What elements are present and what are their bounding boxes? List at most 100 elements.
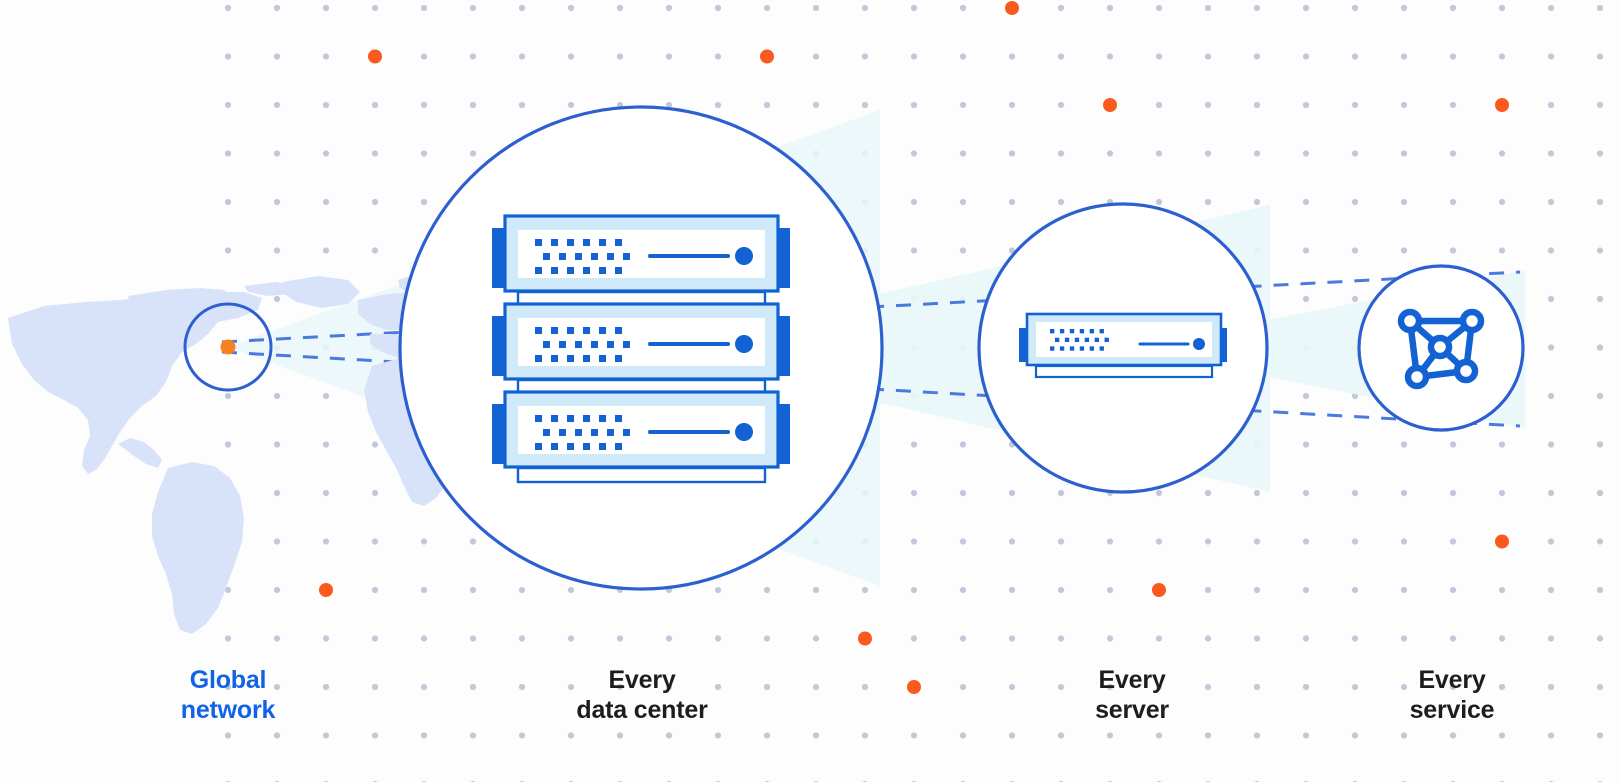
grid-dot: [371, 586, 379, 594]
grid-dot: [1547, 4, 1555, 12]
grid-dot: [1547, 295, 1555, 303]
grid-dot: [714, 732, 722, 739]
grid-dot: [665, 683, 673, 691]
grid-dot: [322, 101, 330, 109]
grid-dot: [322, 247, 330, 254]
grid-dot: [1204, 586, 1212, 594]
grid-dot: [322, 635, 330, 642]
grid-dot: [861, 53, 869, 60]
grid-dot: [1155, 4, 1163, 12]
grid-dot: [371, 635, 379, 642]
grid-dot: [1547, 392, 1555, 400]
grid-dot: [371, 101, 379, 109]
grid-dot: [224, 441, 232, 448]
grid-dot: [1008, 198, 1016, 206]
grid-dot: [812, 732, 820, 739]
grid-dot: [224, 392, 232, 400]
grid-dot: [1596, 441, 1604, 448]
grid-dot: [1106, 4, 1114, 12]
grid-dot: [1351, 732, 1359, 739]
grid-dot: [371, 538, 379, 545]
grid-dot: [371, 441, 379, 448]
grid-dot: [1106, 150, 1114, 157]
node-top-left: [1397, 308, 1423, 334]
grid-dot: [1253, 635, 1261, 642]
grid-dot: [420, 101, 428, 109]
grid-dot: [1400, 247, 1408, 254]
grid-dot: [1008, 150, 1016, 157]
grid-dot: [273, 635, 281, 642]
grid-dot: [469, 586, 477, 594]
grid-dot: [1400, 4, 1408, 12]
grid-dot: [1204, 4, 1212, 12]
grid-dot: [371, 732, 379, 739]
grid-dot: [1302, 586, 1310, 594]
grid-dot: [1204, 683, 1212, 691]
grid-dot: [273, 247, 281, 254]
label-every-service: Every service: [1409, 666, 1495, 724]
node-bottom-right: [1453, 358, 1479, 384]
stage-every-server: [977, 202, 1269, 494]
grid-dot: [1449, 247, 1457, 254]
grid-dot: [959, 683, 967, 691]
grid-dot: [616, 732, 624, 739]
grid-dot-accent: [907, 680, 921, 694]
grid-dot: [469, 635, 477, 642]
grid-dot: [910, 198, 918, 206]
grid-dot: [1498, 441, 1506, 448]
stage-every-data-center: [398, 105, 884, 591]
server-unit-3: [492, 390, 790, 484]
grid-dot: [1057, 635, 1065, 642]
grid-dot: [1155, 53, 1163, 60]
grid-dot: [1596, 392, 1604, 400]
grid-dot: [1253, 101, 1261, 109]
grid-dot: [1547, 150, 1555, 157]
grid-dot: [1253, 586, 1261, 594]
grid-dot: [1449, 101, 1457, 109]
grid-dot: [1449, 150, 1457, 157]
grid-dot: [469, 101, 477, 109]
grid-dot: [1449, 635, 1457, 642]
grid-dot: [763, 635, 771, 642]
grid-dot: [1596, 344, 1604, 351]
grid-dot: [1155, 683, 1163, 691]
grid-dot: [861, 732, 869, 739]
grid-dot-accent: [319, 583, 333, 597]
label-global-network: Global network: [180, 666, 276, 724]
grid-dot: [1547, 489, 1555, 497]
grid-dot: [1547, 441, 1555, 448]
grid-dot: [420, 635, 428, 642]
grid-dot: [1596, 732, 1604, 739]
grid-dot: [224, 586, 232, 594]
grid-dot: [1302, 635, 1310, 642]
grid-dot: [1400, 441, 1408, 448]
grid-dot: [1204, 101, 1212, 109]
grid-dot: [1547, 683, 1555, 691]
grid-dot: [812, 53, 820, 60]
grid-dot: [812, 4, 820, 12]
grid-dot: [1400, 732, 1408, 739]
grid-dot: [1400, 635, 1408, 642]
grid-dot: [273, 295, 281, 303]
grid-dot: [1155, 538, 1163, 545]
grid-dot: [1351, 53, 1359, 60]
grid-dot: [1400, 489, 1408, 497]
grid-dot: [1253, 53, 1261, 60]
grid-dot: [1498, 198, 1506, 206]
grid-dot: [420, 538, 428, 545]
grid-dot: [273, 101, 281, 109]
grid-dot: [959, 538, 967, 545]
grid-dot: [1106, 635, 1114, 642]
grid-dot: [959, 635, 967, 642]
grid-dot: [518, 101, 526, 109]
grid-dot: [812, 635, 820, 642]
grid-dot: [1596, 489, 1604, 497]
grid-dot: [1351, 538, 1359, 545]
grid-dot: [322, 198, 330, 206]
grid-dot: [567, 635, 575, 642]
grid-dot: [224, 150, 232, 157]
grid-dot: [322, 150, 330, 157]
global-highlight-circle: [183, 302, 273, 392]
grid-dot-accent: [1495, 534, 1509, 549]
grid-dot: [910, 4, 918, 12]
